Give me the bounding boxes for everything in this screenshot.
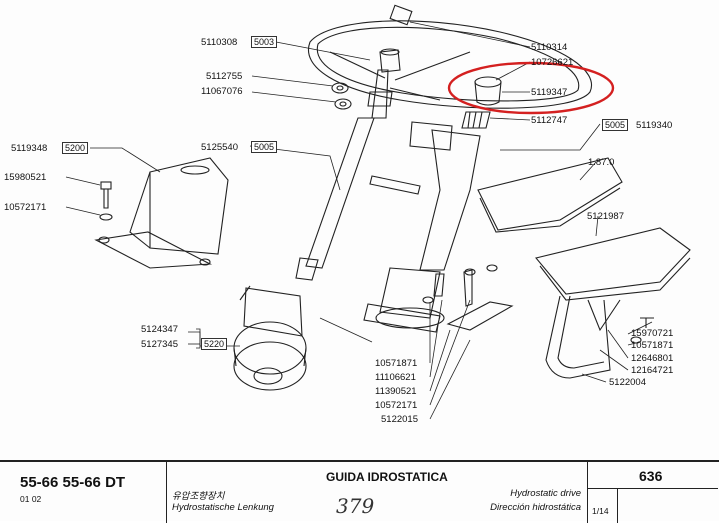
- part-number-5112755: 5112755: [206, 71, 243, 82]
- leader-lines: [65, 21, 653, 420]
- part-number-15980521: 15980521: [4, 172, 47, 183]
- part-number-10572171-center: 10572171: [375, 400, 418, 411]
- part-number-11390521: 11390521: [375, 386, 417, 397]
- part-number-11106621: 11106621: [375, 372, 416, 383]
- table-number: 636: [639, 468, 663, 484]
- washers-drawing: [331, 82, 352, 110]
- model-names: 55-66 55-66 DT: [20, 474, 126, 491]
- pedal-plate-lower-drawing: [535, 227, 691, 301]
- title-korean: 유압조향장치: [172, 491, 225, 502]
- label-brackets: [196, 328, 201, 349]
- title-block-number-cell: 636 1/14: [587, 462, 718, 523]
- part-number-5112747: 5112747: [531, 115, 568, 126]
- part-number-5110314: 5110314: [531, 42, 568, 53]
- part-number-10572171-left: 10572171: [4, 202, 47, 213]
- support-bracket-drawing: [94, 157, 229, 269]
- bolt-washer-drawing: [99, 181, 113, 221]
- title-block-title-cell: 유압조향장치 Hydrostatische Lenkung GUIDA IDRO…: [166, 462, 588, 523]
- part-number-10571871-right: 10571871: [631, 340, 674, 351]
- group-box-5200: 5200: [62, 142, 89, 154]
- title-block: 55-66 55-66 DT 01 02 유압조향장치 Hydrostatisc…: [0, 460, 719, 523]
- title-block-models-cell: 55-66 55-66 DT 01 02: [0, 462, 167, 523]
- part-number-5119348: 5119348: [11, 143, 48, 154]
- part-number-5122015: 5122015: [381, 414, 418, 425]
- part-number-5124347: 5124347: [141, 324, 178, 335]
- part-number-5119347: 5119347: [531, 87, 568, 98]
- edition-code: 01 02: [20, 494, 42, 504]
- exploded-view-drawing: [65, 4, 691, 420]
- part-number-5125540: 5125540: [201, 142, 238, 153]
- pedal-plate-upper-drawing: [477, 157, 623, 233]
- part-number-5121987: 5121987: [587, 211, 624, 222]
- group-box-5005-right: 5005: [602, 119, 629, 131]
- part-number-5127345: 5127345: [141, 339, 178, 350]
- part-number-10571871-center: 10571871: [375, 358, 418, 369]
- pedal-arm-drawing: [545, 295, 621, 379]
- title-english: Hydrostatic drive: [510, 488, 581, 499]
- pedal-hardware-drawing: [422, 264, 654, 344]
- part-number-12646801: 12646801: [631, 353, 674, 364]
- steering-unit-drawing: [233, 285, 307, 391]
- group-box-5005-left: 5005: [251, 141, 278, 153]
- part-number-12164721: 12164721: [631, 365, 674, 376]
- title-spanish: Dirección hidrostática: [490, 502, 581, 513]
- part-number-1870: 1.87.0: [588, 157, 615, 168]
- highlight-circle: [447, 61, 615, 115]
- cap-part-drawing: [474, 76, 502, 106]
- filter-drawing: [461, 111, 491, 129]
- part-number-11067076: 11067076: [201, 86, 243, 97]
- column-housing-drawing: [363, 121, 481, 333]
- part-number-10726621: 10726621: [531, 57, 574, 68]
- page-index: 1/14: [592, 506, 609, 516]
- title-italian: GUIDA IDROSTATICA: [326, 470, 448, 484]
- steering-shaft-drawing: [295, 69, 393, 281]
- title-german: Hydrostatische Lenkung: [172, 502, 274, 513]
- hub-nut-drawing: [379, 48, 401, 73]
- part-number-5110308: 5110308: [201, 37, 238, 48]
- handwritten-number: 379: [336, 494, 375, 518]
- steering-wheel-drawing: [307, 4, 593, 109]
- part-number-5122004: 5122004: [609, 377, 646, 388]
- group-box-5220: 5220: [201, 338, 228, 350]
- part-number-15970721: 15970721: [631, 328, 674, 339]
- part-number-5119340: 5119340: [636, 120, 673, 131]
- group-box-5003: 5003: [251, 36, 278, 48]
